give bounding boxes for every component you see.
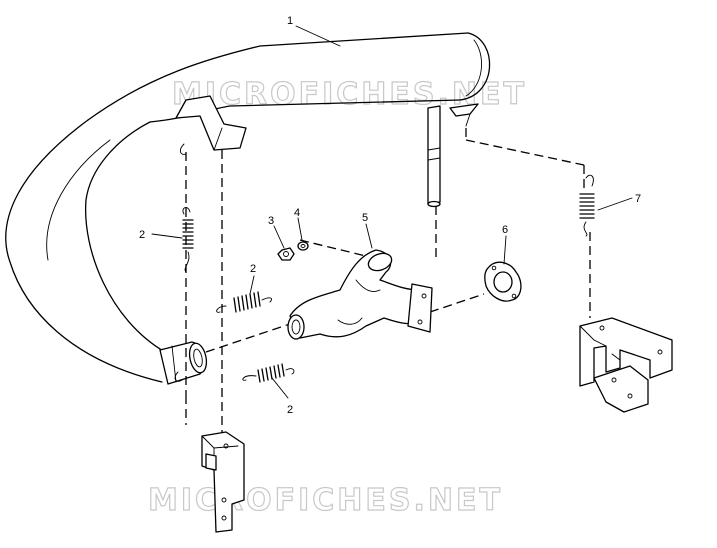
callout-4: 4 xyxy=(294,207,300,219)
alignment-lines xyxy=(185,128,591,520)
spring-part-2-lower xyxy=(242,363,295,383)
nut-part-3 xyxy=(277,247,295,261)
callout-3: 3 xyxy=(268,215,274,227)
washer-part-4 xyxy=(297,241,309,251)
callout-1: 1 xyxy=(287,15,293,27)
frame-bracket-right xyxy=(579,317,673,413)
frame-bracket-left xyxy=(201,431,245,533)
callout-2-lower: 2 xyxy=(287,404,293,416)
callout-2-upper: 2 xyxy=(139,229,145,241)
gasket-part-6 xyxy=(484,261,522,302)
leader-lines xyxy=(151,25,633,399)
muffler-part-1 xyxy=(5,32,491,385)
callout-5: 5 xyxy=(362,212,368,224)
y-pipe-part-5 xyxy=(287,249,433,340)
spring-part-7 xyxy=(579,174,595,237)
callout-7: 7 xyxy=(635,193,641,205)
watermark-bottom: MICROFICHES.NET xyxy=(148,483,503,518)
spring-part-2-middle xyxy=(216,291,272,313)
callout-6: 6 xyxy=(502,224,508,236)
callout-2-middle: 2 xyxy=(250,263,256,275)
spring-part-2-upper xyxy=(182,207,194,273)
